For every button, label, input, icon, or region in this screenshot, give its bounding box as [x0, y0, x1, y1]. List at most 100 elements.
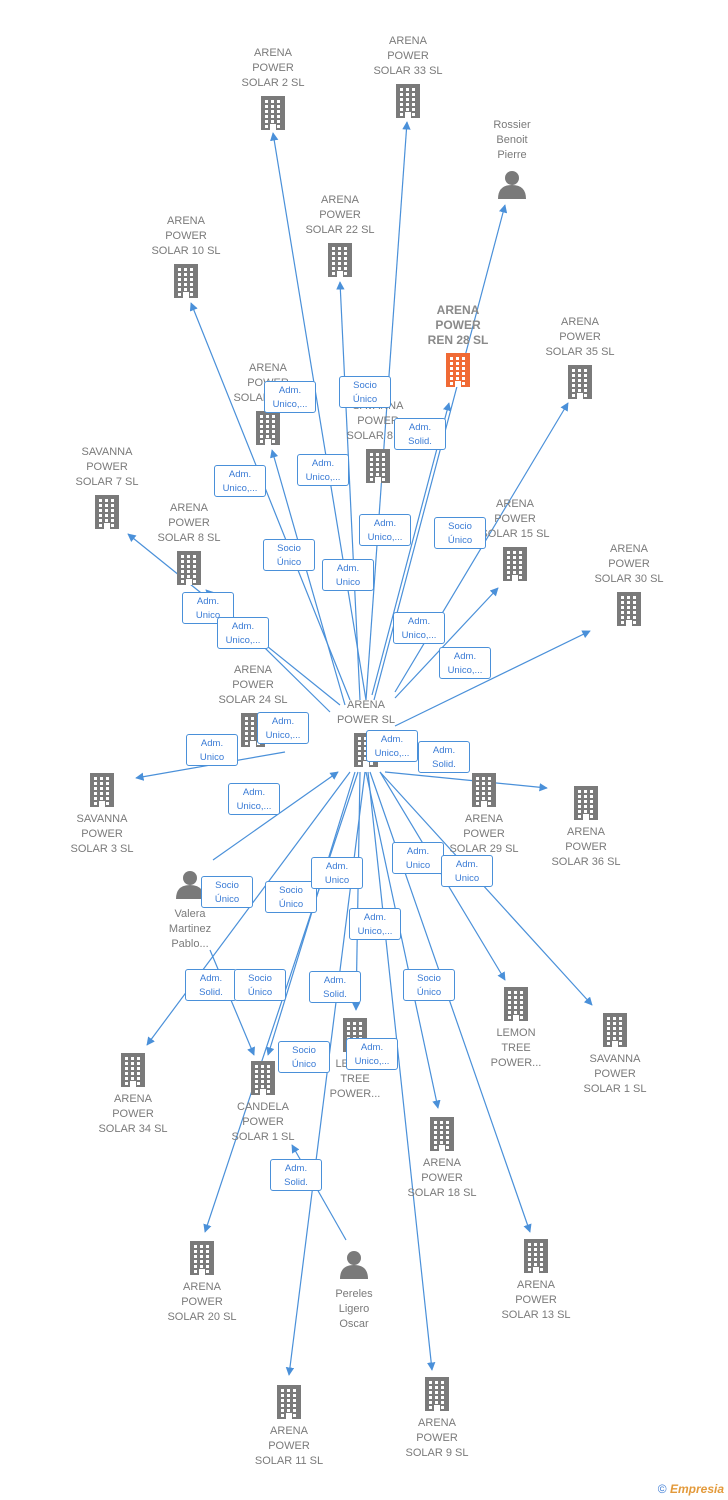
- building-icon[interactable]: [256, 411, 280, 445]
- building-icon[interactable]: [524, 1239, 548, 1273]
- relation-label[interactable]: Adm. Unico: [311, 857, 363, 889]
- relation-edge: [384, 771, 548, 792]
- relation-edge: [209, 949, 255, 1056]
- building-icon[interactable]: [568, 365, 592, 399]
- person-icon[interactable]: [176, 871, 204, 899]
- relation-edge: [394, 630, 591, 727]
- building-icon[interactable]: [177, 551, 201, 585]
- relation-label[interactable]: Adm. Solid.: [185, 969, 237, 1001]
- relation-label[interactable]: Adm. Solid.: [394, 418, 446, 450]
- brand-name: Empresia: [669, 1482, 724, 1496]
- node-label-pereles[interactable]: Pereles Ligero Oscar: [335, 1288, 373, 1330]
- building-icon[interactable]: [446, 353, 470, 387]
- node-label-candela[interactable]: CANDELA POWER SOLAR 1 SL: [231, 1101, 295, 1143]
- relation-label[interactable]: Adm. Unico,...: [359, 514, 411, 546]
- relation-edge: [270, 132, 367, 701]
- building-icon[interactable]: [503, 547, 527, 581]
- node-label-s8[interactable]: ARENA POWER SOLAR 8 SL: [157, 502, 221, 544]
- relation-label[interactable]: Socio Único: [339, 376, 391, 408]
- node-label-rossier[interactable]: Rossier Benoit Pierre: [493, 119, 531, 161]
- relation-label[interactable]: Adm. Unico,...: [439, 647, 491, 679]
- relation-edge: [146, 771, 351, 1046]
- node-label-sav1[interactable]: SAVANNA POWER SOLAR 1 SL: [583, 1053, 647, 1095]
- relation-label[interactable]: Adm. Unico,...: [214, 465, 266, 497]
- relation-label[interactable]: Socio Único: [263, 539, 315, 571]
- relation-label[interactable]: Adm. Unico,...: [393, 612, 445, 644]
- relation-label[interactable]: Adm. Solid.: [309, 971, 361, 1003]
- relation-label[interactable]: Socio Único: [403, 969, 455, 1001]
- building-icon[interactable]: [396, 84, 420, 118]
- node-label-s35[interactable]: ARENA POWER SOLAR 35 SL: [545, 316, 615, 358]
- relation-label[interactable]: Adm. Unico: [322, 559, 374, 591]
- relation-edge: [270, 449, 346, 706]
- building-icon[interactable]: [261, 96, 285, 130]
- relation-label[interactable]: Socio Único: [434, 517, 486, 549]
- node-label-lemon1[interactable]: LEMON TREE POWER...: [490, 1027, 542, 1069]
- building-icon[interactable]: [574, 786, 598, 820]
- relation-label[interactable]: Adm. Unico: [392, 842, 444, 874]
- building-icon[interactable]: [617, 592, 641, 626]
- relation-label[interactable]: Adm. Unico,...: [349, 908, 401, 940]
- person-icon[interactable]: [498, 171, 526, 199]
- relation-edge: [365, 771, 441, 1109]
- node-label-s18[interactable]: ARENA POWER SOLAR 18 SL: [407, 1157, 477, 1199]
- node-label-s33[interactable]: ARENA POWER SOLAR 33 SL: [373, 35, 443, 77]
- relation-edge: [365, 121, 411, 701]
- relation-label[interactable]: Socio Único: [265, 881, 317, 913]
- node-label-s24[interactable]: ARENA POWER SOLAR 24 SL: [218, 664, 288, 706]
- relation-label[interactable]: Socio Único: [234, 969, 286, 1001]
- node-label-s20[interactable]: ARENA POWER SOLAR 20 SL: [167, 1281, 237, 1323]
- node-label-s11[interactable]: ARENA POWER SOLAR 11 SL: [254, 1425, 324, 1467]
- node-label-s22[interactable]: ARENA POWER SOLAR 22 SL: [305, 194, 375, 236]
- relation-label[interactable]: Adm. Unico: [182, 592, 234, 624]
- relation-label[interactable]: Adm. Unico,...: [297, 454, 349, 486]
- relation-label[interactable]: Adm. Unico,...: [264, 381, 316, 413]
- building-icon[interactable]: [430, 1117, 454, 1151]
- relation-label[interactable]: Socio Único: [278, 1041, 330, 1073]
- node-label-ren28[interactable]: ARENA POWER REN 28 SL: [427, 303, 489, 347]
- node-label-s9[interactable]: ARENA POWER SOLAR 9 SL: [405, 1417, 469, 1459]
- relation-label[interactable]: Adm. Unico,...: [257, 712, 309, 744]
- building-icon[interactable]: [472, 773, 496, 807]
- relation-label[interactable]: Adm. Solid.: [418, 741, 470, 773]
- building-icon[interactable]: [277, 1385, 301, 1419]
- building-icon[interactable]: [603, 1013, 627, 1047]
- building-icon[interactable]: [90, 773, 114, 807]
- node-label-s10[interactable]: ARENA POWER SOLAR 10 SL: [151, 215, 221, 257]
- relation-edge: [203, 771, 359, 1233]
- node-label-s15[interactable]: ARENA POWER SOLAR 15 SL: [480, 498, 550, 540]
- building-icon[interactable]: [251, 1061, 275, 1095]
- relation-label[interactable]: Adm. Unico: [441, 855, 493, 887]
- building-icon[interactable]: [95, 495, 119, 529]
- node-label-s2[interactable]: ARENA POWER SOLAR 2 SL: [241, 47, 305, 89]
- relation-edge: [351, 771, 361, 1011]
- relation-label[interactable]: Adm. Unico,...: [228, 783, 280, 815]
- relation-label[interactable]: Adm. Unico,...: [217, 617, 269, 649]
- building-icon[interactable]: [190, 1241, 214, 1275]
- building-icon[interactable]: [174, 264, 198, 298]
- relation-label[interactable]: Adm. Solid.: [270, 1159, 322, 1191]
- node-label-s36[interactable]: ARENA POWER SOLAR 36 SL: [551, 826, 621, 868]
- node-label-sav7[interactable]: SAVANNA POWER SOLAR 7 SL: [75, 446, 139, 488]
- building-icon[interactable]: [504, 987, 528, 1021]
- node-label-s34[interactable]: ARENA POWER SOLAR 34 SL: [98, 1093, 168, 1135]
- building-icon[interactable]: [366, 449, 390, 483]
- relation-label[interactable]: Adm. Unico,...: [366, 730, 418, 762]
- node-label-s29[interactable]: ARENA POWER SOLAR 29 SL: [449, 813, 519, 855]
- footer-brand[interactable]: © Empresia: [658, 1482, 724, 1496]
- building-icon[interactable]: [121, 1053, 145, 1087]
- node-label-s30[interactable]: ARENA POWER SOLAR 30 SL: [594, 543, 664, 585]
- relation-label[interactable]: Adm. Unico,...: [346, 1038, 398, 1070]
- node-label-valera[interactable]: Valera Martinez Pablo...: [168, 908, 212, 950]
- node-label-s13[interactable]: ARENA POWER SOLAR 13 SL: [501, 1279, 571, 1321]
- relation-edge: [336, 281, 361, 701]
- building-icon[interactable]: [328, 243, 352, 277]
- node-label-sav3[interactable]: SAVANNA POWER SOLAR 3 SL: [70, 813, 134, 855]
- node-label-center[interactable]: ARENA POWER SL: [336, 699, 396, 726]
- relation-label[interactable]: Adm. Unico: [186, 734, 238, 766]
- relation-label[interactable]: Socio Único: [201, 876, 253, 908]
- relation-edge: [379, 771, 593, 1006]
- person-icon[interactable]: [340, 1251, 368, 1279]
- building-icon[interactable]: [425, 1377, 449, 1411]
